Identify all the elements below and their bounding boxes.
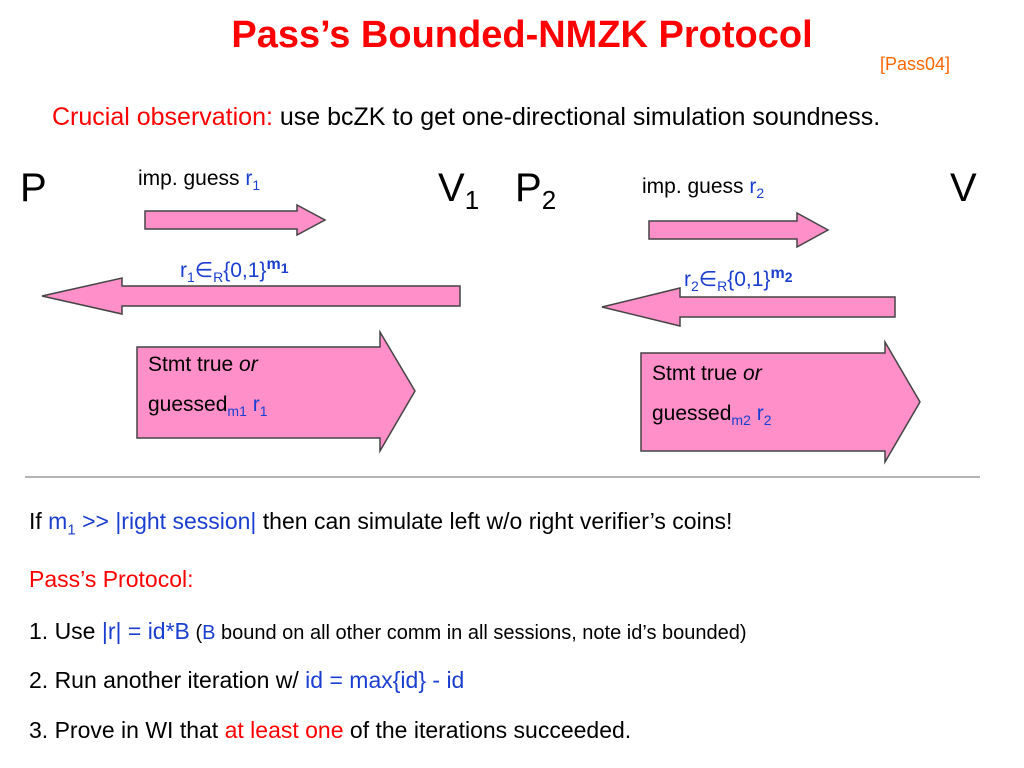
protocol-step-2: 2. Run another iteration w/ id = max{id}…	[29, 667, 465, 693]
right-reply-arrow	[601, 287, 896, 327]
left-box-text: Stmt true or guessedm1 r1	[148, 353, 268, 420]
left-reply-text: r1∈R{0,1}m1	[180, 256, 289, 286]
right-statement-box	[640, 339, 921, 465]
observation-label: Crucial observation:	[52, 103, 273, 131]
left-reply-arrow	[41, 277, 461, 315]
left-guess-arrow	[144, 203, 327, 237]
condition-line: If m1 >> |right session| then can simula…	[29, 508, 733, 539]
right-box-text: Stmt true or guessedm2 r2	[652, 362, 772, 429]
left-prover-label: P	[20, 166, 47, 210]
right-guess-arrow	[648, 211, 830, 249]
right-verifier-label: V	[950, 166, 977, 210]
protocol-heading: Pass’s Protocol:	[29, 566, 194, 592]
protocol-step-3: 3. Prove in WI that at least one of the …	[29, 717, 632, 743]
citation: [Pass04]	[880, 54, 951, 74]
observation-line: Crucial observation: use bcZK to get one…	[52, 103, 880, 132]
right-reply-text: r2∈R{0,1}m2	[684, 265, 793, 295]
left-guess-text: imp. guess r1	[138, 167, 261, 194]
left-statement-box	[136, 329, 416, 454]
right-prover-label: P2	[515, 166, 557, 215]
protocol-step-1: 1. Use |r| = id*B (B bound on all other …	[29, 618, 747, 644]
page-title: Pass’s Bounded-NMZK Protocol	[231, 14, 813, 56]
observation-text: use bcZK to get one-directional simulati…	[272, 103, 881, 131]
right-guess-text: imp. guess r2	[642, 175, 765, 202]
left-verifier-label: V1	[438, 166, 480, 215]
